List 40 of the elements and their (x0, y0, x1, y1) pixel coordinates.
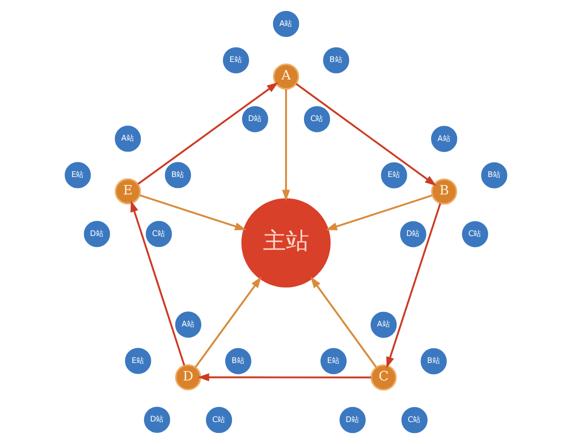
node-circle: A站 (272, 10, 300, 37)
node-circle: B站 (323, 47, 350, 74)
node-circle: E站 (320, 348, 347, 374)
node-circle: B站 (225, 348, 252, 374)
node-circle: E (114, 178, 141, 204)
arrow (310, 276, 378, 368)
node-circle: E站 (125, 348, 152, 374)
arrow (194, 276, 262, 368)
arrow (137, 82, 278, 185)
arrow (198, 373, 372, 382)
node-circle: A站 (370, 312, 397, 338)
arrow (296, 83, 436, 186)
node-circle: A站 (114, 126, 141, 152)
arrow (130, 200, 186, 366)
node-circle: B站 (164, 162, 192, 188)
node-circle: E站 (380, 162, 408, 188)
node-circle: C站 (462, 221, 488, 248)
arrow (386, 203, 442, 368)
node-circle: C站 (401, 407, 428, 434)
node-circle: D站 (242, 106, 268, 132)
node-circle: B (431, 178, 458, 205)
node-circle: A站 (431, 126, 458, 152)
node-circle: A站 (175, 312, 202, 338)
node-circle: D站 (340, 406, 366, 434)
arrow (282, 89, 290, 202)
node-circle: B站 (481, 162, 508, 188)
node-circle: A (272, 63, 300, 90)
node-circle: C (370, 364, 397, 391)
node-circle: E站 (64, 162, 91, 188)
node-circle: C站 (304, 106, 330, 132)
node-circle: D站 (400, 221, 426, 248)
node-circle: D站 (84, 220, 110, 248)
node-circle: D (175, 364, 202, 390)
node-circle: D站 (144, 406, 170, 433)
arrow (139, 194, 246, 230)
node-circle: C站 (206, 406, 232, 434)
node-circle: C站 (146, 220, 172, 248)
node-circle: B站 (420, 348, 447, 374)
node-circle: E站 (222, 47, 250, 74)
arrow (326, 194, 433, 230)
